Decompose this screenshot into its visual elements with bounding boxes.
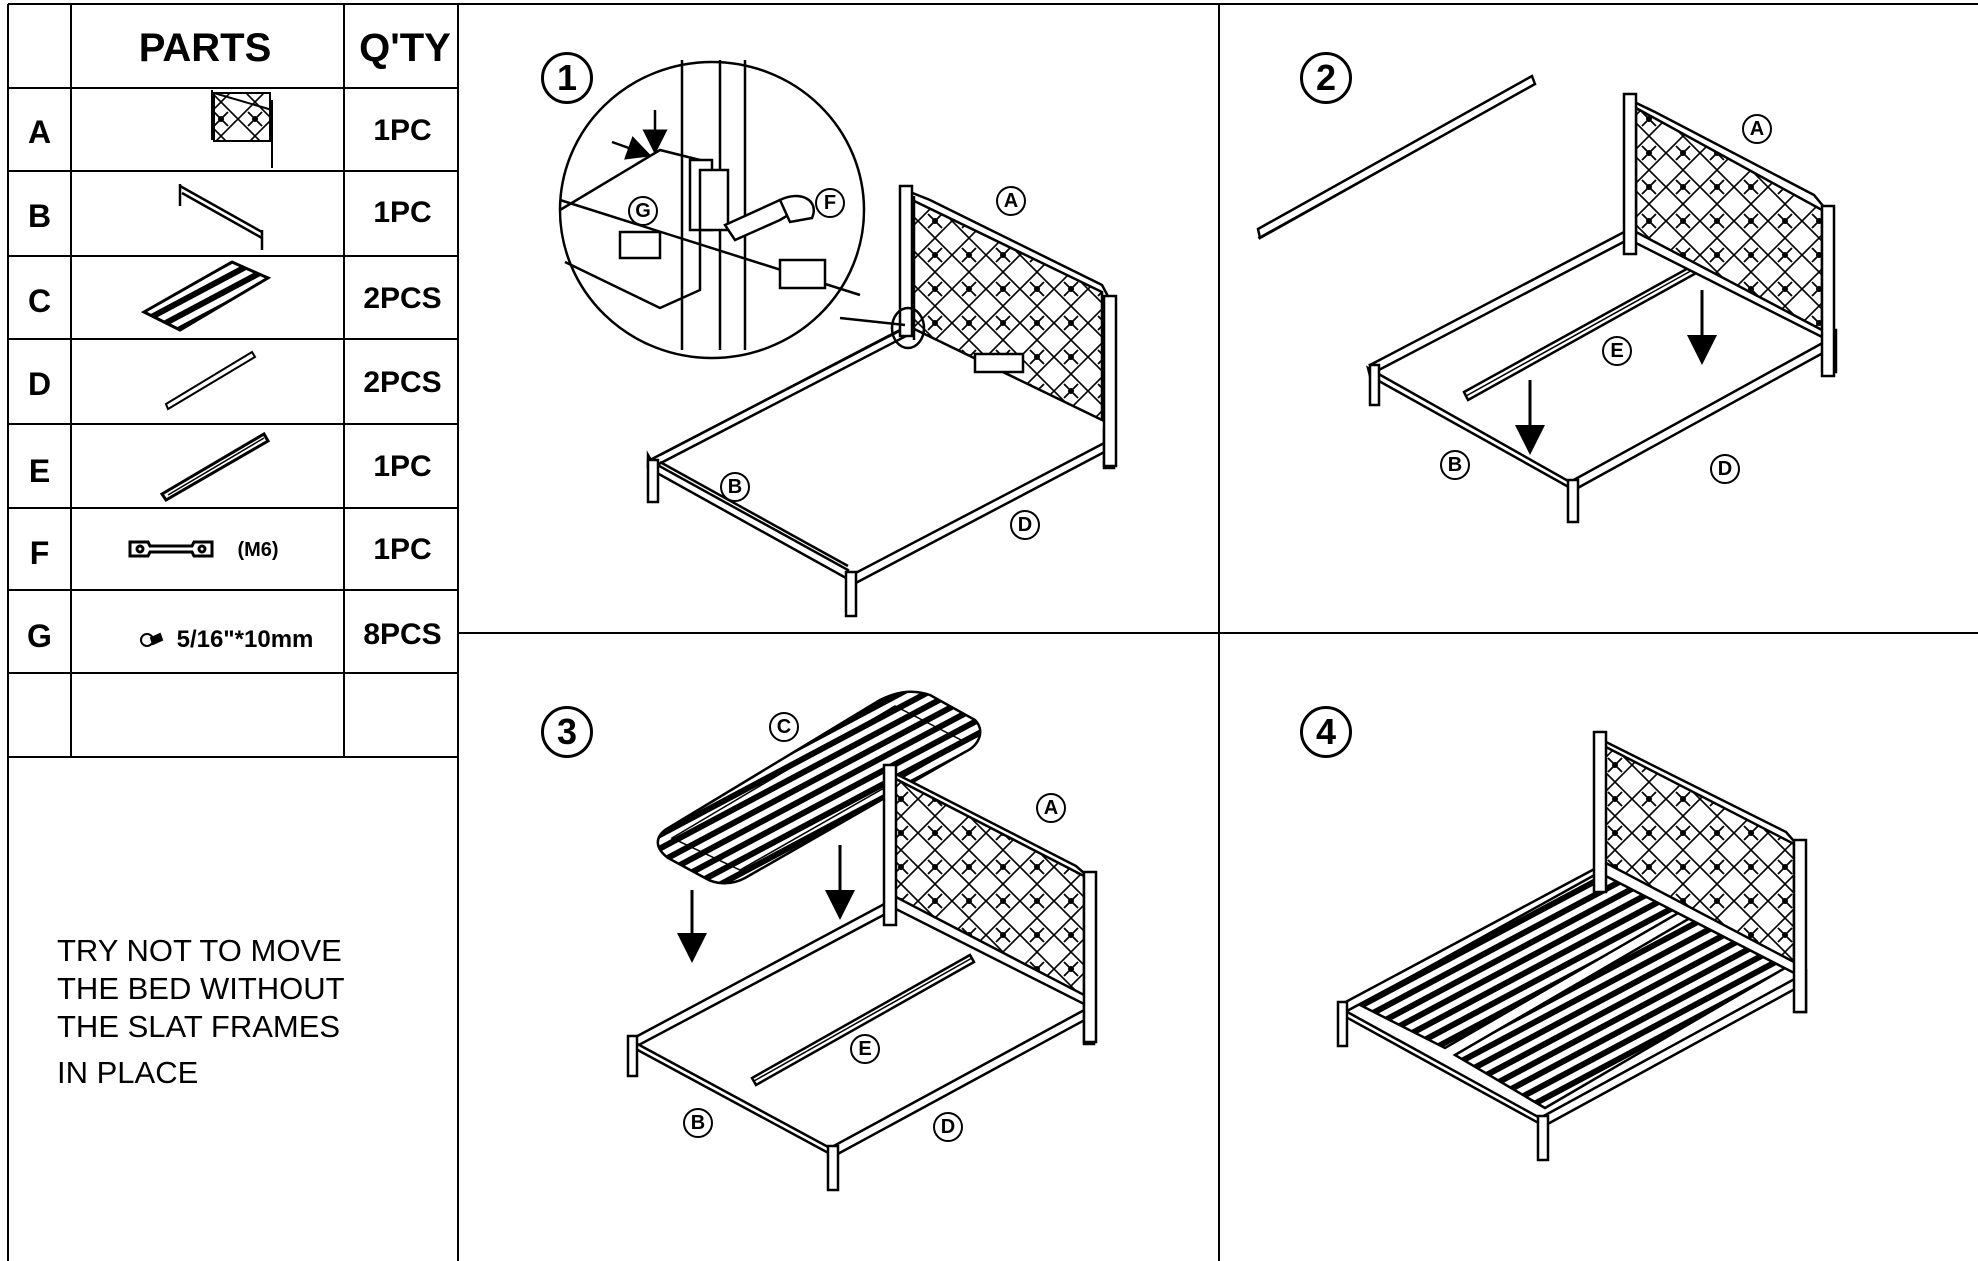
row-letter: B <box>27 198 52 234</box>
slat-frame-icon <box>140 260 272 332</box>
row-qty: 1PC <box>373 533 432 566</box>
note-line: THE SLAT FRAMES <box>57 1009 341 1044</box>
row-qty: 2PCS <box>363 366 442 399</box>
callout-g: G <box>628 196 658 226</box>
step-2-number: 2 <box>1300 52 1352 104</box>
wrench-icon <box>128 540 214 558</box>
step-4-number: 4 <box>1300 706 1352 758</box>
header-qty: Q'TY <box>359 26 451 70</box>
callout-e: E <box>850 1034 880 1064</box>
callout-d: D <box>1010 510 1040 540</box>
callout-b: B <box>683 1108 713 1138</box>
callout-b: B <box>720 472 750 502</box>
callout-c: C <box>769 712 799 742</box>
note-line: TRY NOT TO MOVE <box>57 933 342 968</box>
warning-note: TRY NOT TO MOVE THE BED WITHOUT THE SLAT… <box>57 932 345 1092</box>
callout-d: D <box>933 1112 963 1142</box>
footboard-rail-icon <box>178 184 264 250</box>
callout-d: D <box>1710 454 1740 484</box>
callout-b: B <box>1440 450 1470 480</box>
headboard-icon <box>211 90 273 168</box>
row-qty: 8PCS <box>363 618 442 651</box>
header-parts: PARTS <box>138 26 272 70</box>
callout-a: A <box>1036 793 1066 823</box>
step-1-number: 1 <box>541 52 593 104</box>
row-letter: F <box>29 535 50 571</box>
center-rail-icon <box>159 431 271 503</box>
row-letter: A <box>27 114 52 150</box>
row-letter: E <box>28 453 51 489</box>
note-line: THE BED WITHOUT <box>57 971 345 1006</box>
callout-a: A <box>996 186 1026 216</box>
step-1-diagram <box>558 60 1118 618</box>
side-rail-icon <box>164 350 257 411</box>
row-qty: 1PC <box>373 114 432 147</box>
callout-f: F <box>815 188 845 218</box>
row-note: (M6) <box>237 539 279 561</box>
callout-e: E <box>1602 336 1632 366</box>
step-4-diagram <box>1336 730 1808 1162</box>
row-qty: 1PC <box>373 450 432 483</box>
step-3-number: 3 <box>541 706 593 758</box>
step-3-diagram <box>626 690 1098 1192</box>
step-2-diagram <box>1256 74 1838 524</box>
row-letter: G <box>27 618 52 654</box>
page-grid <box>7 3 1978 1261</box>
row-letter: D <box>27 366 52 402</box>
bolt-icon <box>140 632 164 647</box>
row-note: 5/16"*10mm <box>176 626 314 653</box>
row-qty: 1PC <box>373 196 432 229</box>
row-qty: 2PCS <box>363 282 442 315</box>
callout-a: A <box>1742 114 1772 144</box>
row-letter: C <box>27 283 52 319</box>
note-line: IN PLACE <box>57 1055 199 1090</box>
